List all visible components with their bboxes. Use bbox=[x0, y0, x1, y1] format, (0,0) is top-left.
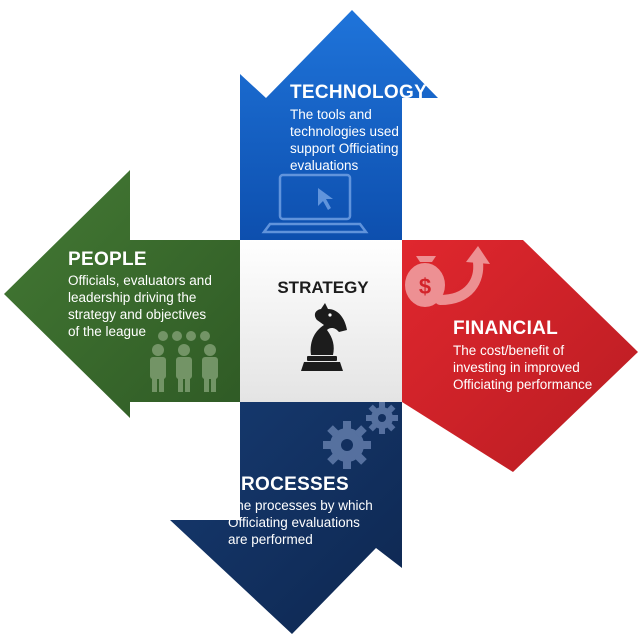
technology-arrow bbox=[240, 10, 438, 240]
people-desc-line: leadership driving the bbox=[68, 290, 197, 305]
processes-desc-line: The processes by which bbox=[228, 498, 373, 513]
processes-desc-line: Officiating evaluations bbox=[228, 515, 360, 530]
strategy-title: STRATEGY bbox=[277, 278, 369, 297]
technology-desc-line: evaluations bbox=[290, 158, 359, 173]
svg-text:$: $ bbox=[419, 274, 431, 299]
people-desc-line: Officials, evaluators and bbox=[68, 273, 212, 288]
processes-title: PROCESSES bbox=[228, 474, 349, 495]
gears-icon bbox=[323, 402, 398, 469]
group-of-people-icon bbox=[150, 331, 218, 392]
financial-desc-line: The cost/benefit of bbox=[453, 343, 565, 358]
people-arrow bbox=[4, 170, 240, 418]
financial-title: FINANCIAL bbox=[453, 318, 559, 339]
people-desc-line: strategy and objectives bbox=[68, 307, 207, 322]
technology-desc-line: technologies used to bbox=[290, 124, 414, 139]
financial-desc-line: Officiating performance bbox=[453, 377, 593, 392]
financial-description: The cost/benefit of investing in improve… bbox=[453, 342, 592, 393]
money-bag-growth-icon: $ bbox=[405, 246, 490, 307]
technology-title: TECHNOLOGY bbox=[290, 82, 428, 103]
people-desc-line: of the league bbox=[68, 324, 147, 339]
technology-description: The tools and technologies used to suppo… bbox=[290, 106, 414, 174]
technology-desc-line: The tools and bbox=[290, 107, 372, 122]
chess-knight-icon bbox=[301, 303, 347, 371]
processes-description: The processes by which Officiating evalu… bbox=[228, 497, 373, 548]
people-description: Officials, evaluators and leadership dri… bbox=[68, 272, 212, 340]
technology-desc-line: support Officiating bbox=[290, 141, 399, 156]
financial-desc-line: investing in improved bbox=[453, 360, 580, 375]
people-title: PEOPLE bbox=[68, 249, 147, 270]
processes-desc-line: are performed bbox=[228, 532, 313, 547]
laptop-cursor-icon bbox=[261, 173, 369, 234]
